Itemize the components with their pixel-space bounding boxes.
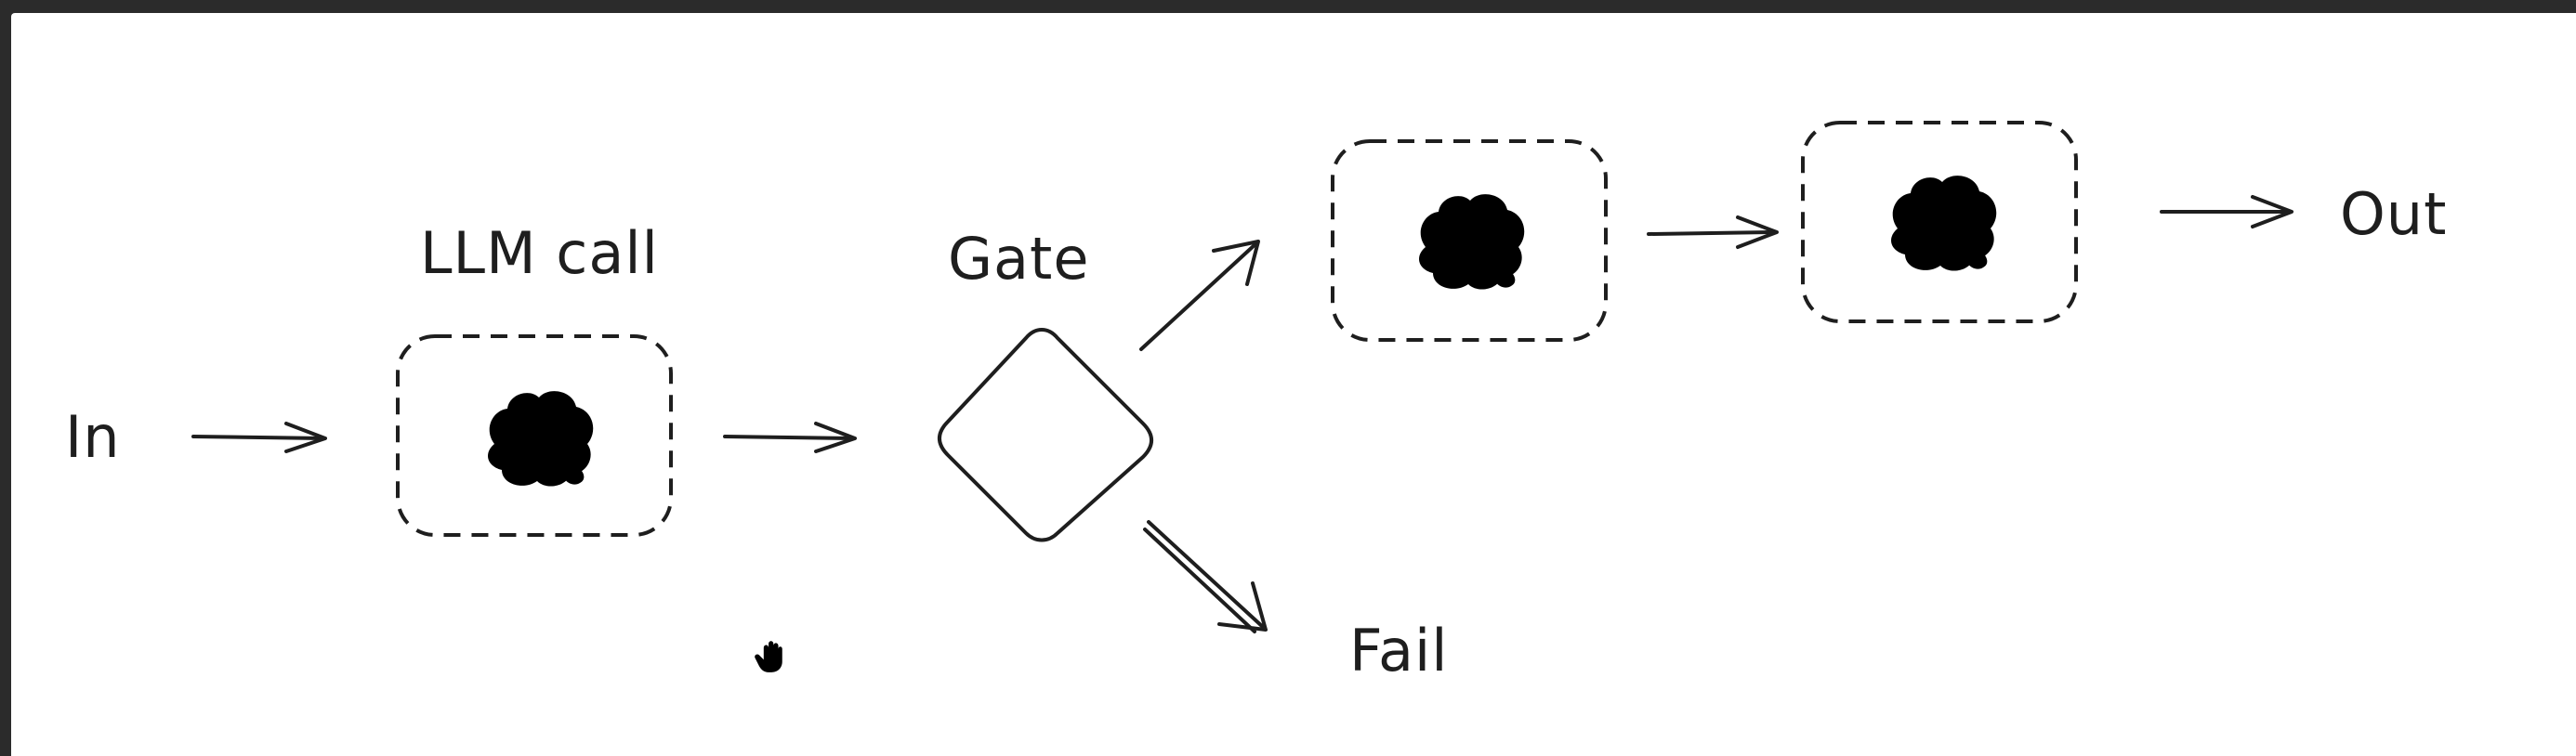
llm-step-3-node[interactable]: [1801, 121, 2078, 323]
brain-icon: [1891, 176, 1997, 271]
arrow-in-to-llm[interactable]: [191, 422, 327, 453]
arrow-step3-to-out[interactable]: [2160, 195, 2293, 228]
arrow-gate-fail[interactable]: [1143, 520, 1268, 633]
gate-label: Gate: [948, 225, 1090, 293]
brain-icon: [488, 391, 594, 487]
arrow-step2-to-step3[interactable]: [1647, 215, 1779, 249]
canvas[interactable]: [11, 13, 2576, 756]
gate-node[interactable]: [938, 328, 1153, 542]
output-label: Out: [2340, 180, 2447, 248]
llm-call-label: LLM call: [420, 219, 659, 287]
llm-call-node[interactable]: [396, 334, 673, 537]
input-label: In: [65, 403, 121, 471]
arrow-gate-pass[interactable]: [1139, 240, 1260, 351]
hand-grab-cursor-icon: [755, 641, 782, 672]
llm-step-2-node[interactable]: [1331, 139, 1608, 342]
fail-label: Fail: [1349, 617, 1448, 684]
arrow-llm-to-gate[interactable]: [723, 422, 857, 453]
brain-icon: [1419, 194, 1525, 290]
